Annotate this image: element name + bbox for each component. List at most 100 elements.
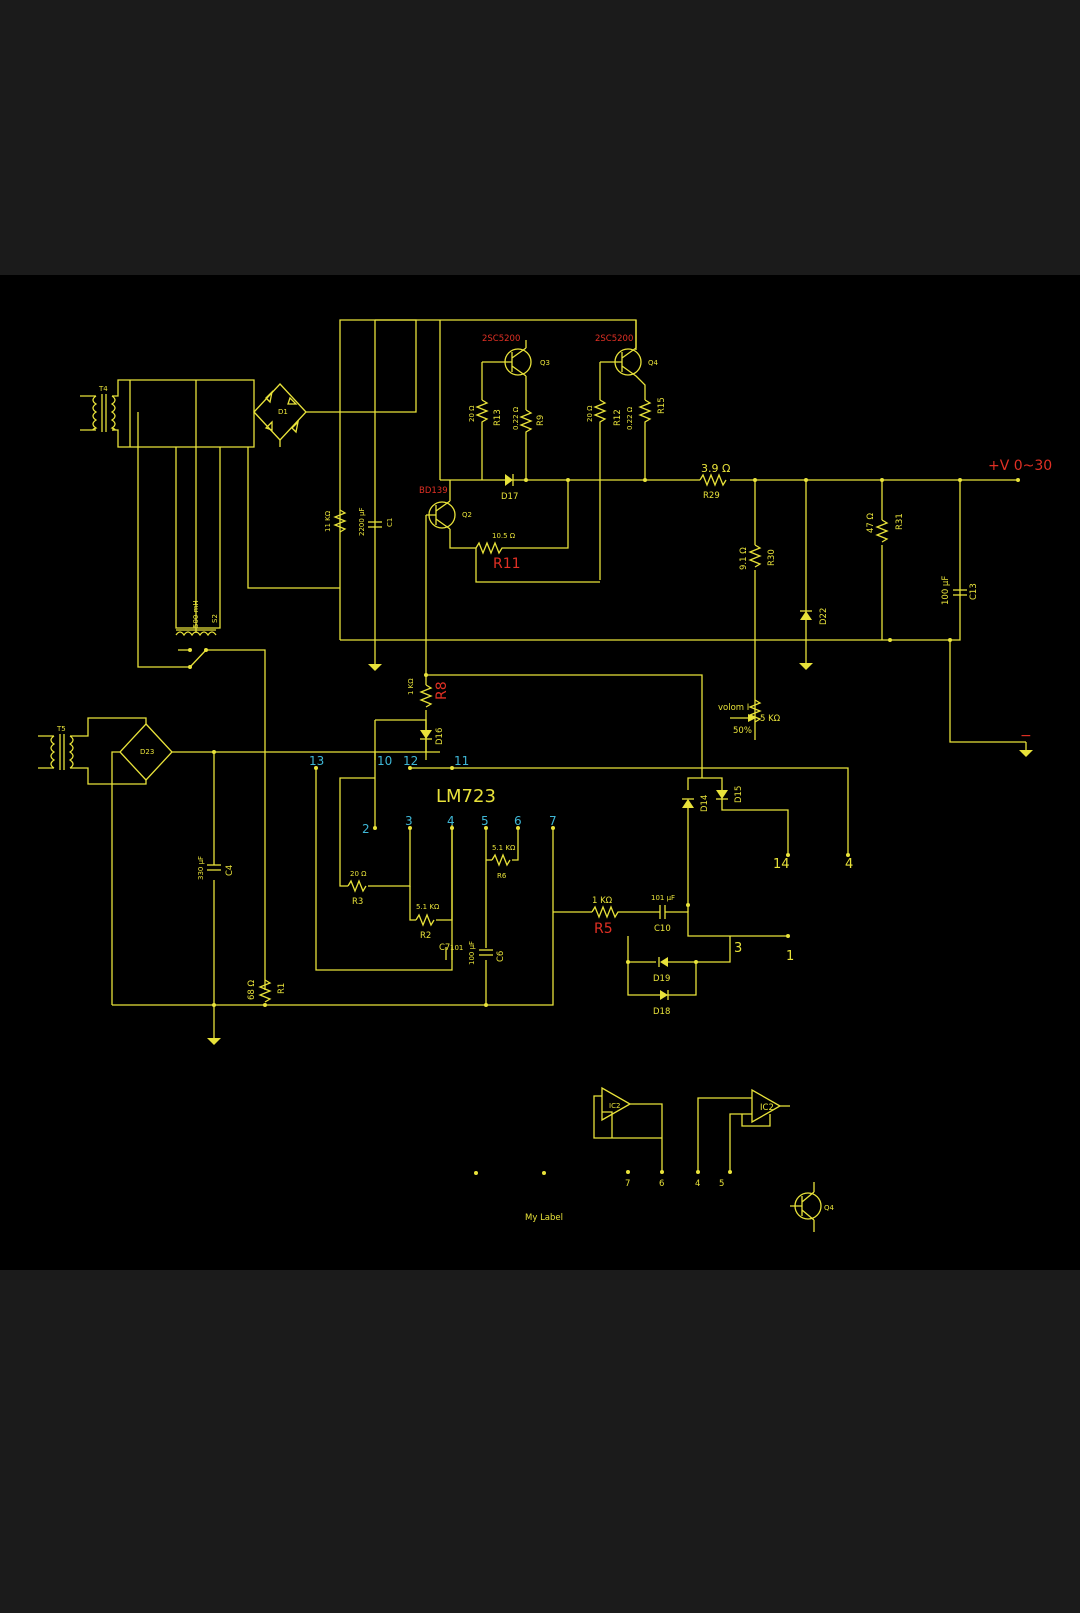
pin-13: 13 — [309, 754, 324, 768]
label-ic-pin5: 5 — [719, 1179, 724, 1189]
label-r11: R11 — [493, 556, 521, 572]
label-c13-val: 100 μF — [941, 576, 951, 605]
label-minus: − — [1020, 728, 1032, 744]
capacitor-c4 — [207, 864, 221, 871]
top-letterbox — [0, 0, 1080, 275]
pin-10: 10 — [377, 754, 392, 768]
resistor-r30 — [748, 544, 762, 568]
label-r15: R15 — [657, 397, 667, 414]
resistor-r31 — [875, 519, 889, 543]
capacitor-c10 — [659, 905, 666, 919]
resistor-r3 — [347, 879, 367, 893]
resistor-r8 — [419, 684, 433, 708]
label-ic2-right: IC2 — [760, 1103, 774, 1113]
label-q3-model: 2SC5200 — [482, 334, 520, 344]
label-500mh: 500 mH — [192, 600, 200, 628]
label-d22: D22 — [819, 608, 829, 625]
label-pot-pct: 50% — [733, 726, 752, 736]
label-c4-val: 330 μF — [197, 856, 205, 880]
label-c7-val: 101 — [450, 944, 463, 952]
transistor-q4-spare — [790, 1182, 822, 1232]
label-r12: R12 — [613, 409, 623, 426]
label-r12-val: 20 Ω — [586, 405, 594, 422]
label-r5-val: 1 KΩ — [592, 896, 613, 906]
label-d16: D16 — [435, 728, 445, 745]
label-c4: C4 — [225, 865, 235, 876]
label-pot-val: 5 KΩ — [760, 714, 781, 724]
diode-d14 — [682, 798, 694, 808]
wire-t4-bridge — [129, 379, 255, 448]
label-my-label[interactable]: My Label — [525, 1213, 563, 1223]
label-d1: D1 — [278, 408, 288, 416]
label-t4: T4 — [98, 385, 108, 393]
label-pot: volom I — [718, 703, 749, 713]
label-vout: +V 0~30 — [988, 458, 1052, 474]
schematic-canvas[interactable]: T4 D1 T5 D23 11 KΩ 2200 μF C1 500 mH S2 … — [0, 275, 1080, 1270]
out-14: 14 — [773, 857, 790, 872]
label-q2: Q2 — [462, 511, 472, 519]
diode-d19 — [658, 957, 668, 967]
label-r2-val: 5.1 KΩ — [416, 903, 440, 911]
label-d19: D19 — [653, 974, 670, 984]
label-r8: R8 — [434, 681, 450, 700]
label-r3-val: 20 Ω — [350, 870, 367, 878]
diode-d15 — [716, 790, 728, 800]
label-r9: R9 — [536, 415, 546, 426]
resistors-emitter — [475, 399, 652, 580]
pin-6: 6 — [514, 814, 522, 828]
switch-s2[interactable] — [178, 648, 266, 990]
potentiometer-volume[interactable] — [730, 699, 762, 723]
label-r2: R2 — [420, 931, 431, 941]
resistor-11k — [333, 509, 347, 533]
capacitor-c7 — [445, 947, 453, 960]
pin-4: 4 — [447, 814, 455, 828]
label-q4-model: 2SC5200 — [595, 334, 633, 344]
pin-2: 2 — [362, 822, 370, 836]
label-r29-val: 3.9 Ω — [701, 462, 730, 475]
label-ic-pin6: 6 — [659, 1179, 664, 1189]
label-r30: R30 — [767, 549, 777, 566]
label-r31: R31 — [895, 513, 905, 530]
label-c1: C1 — [386, 518, 394, 527]
label-r3: R3 — [352, 897, 363, 907]
label-r11-val: 10.5 Ω — [492, 532, 516, 540]
label-r29: R29 — [703, 491, 720, 501]
opamp-ic2-left — [593, 1086, 663, 1172]
label-d23: D23 — [140, 748, 154, 756]
label-q3: Q3 — [540, 359, 550, 367]
transistor-q3 — [481, 340, 532, 410]
label-r6: R6 — [497, 872, 507, 880]
transistor-q4 — [599, 320, 646, 400]
label-c10-val: 101 μF — [651, 894, 675, 902]
resistor-r2 — [415, 913, 435, 927]
pin-3: 3 — [405, 814, 413, 828]
resistor-r1 — [258, 979, 272, 1003]
diode-d22 — [800, 610, 812, 620]
label-c6: C6 — [496, 951, 506, 962]
label-r1-val: 68 Ω — [247, 979, 257, 1000]
label-r8-val: 1 KΩ — [407, 678, 415, 695]
resistor-r29 — [699, 473, 727, 487]
resistor-r5 — [591, 905, 650, 919]
label-bd139: BD139 — [419, 486, 448, 496]
opamp-ic2-right — [697, 1088, 790, 1172]
capacitor-c13 — [953, 589, 967, 596]
label-c10: C10 — [654, 924, 671, 934]
capacitor-c1 — [368, 521, 382, 528]
label-r11k: 11 KΩ — [324, 510, 332, 532]
pin-12: 12 — [403, 754, 418, 768]
pin-7: 7 — [549, 814, 557, 828]
label-r5: R5 — [594, 921, 613, 937]
label-r30-val: 9.1 Ω — [739, 547, 749, 570]
label-s2: S2 — [211, 614, 219, 623]
transformer-t4 — [80, 379, 130, 448]
bridge-rectifier-d23 — [111, 717, 173, 1005]
label-r13-val: 20 Ω — [468, 405, 476, 422]
pin-11: 11 — [454, 754, 469, 768]
label-r1: R1 — [277, 983, 287, 994]
label-c6-val: 100 μF — [468, 941, 476, 965]
label-r15-val: 0.22 Ω — [626, 406, 634, 430]
label-r6-val: 5.1 KΩ — [492, 844, 516, 852]
schematic-svg: T4 D1 T5 D23 11 KΩ 2200 μF C1 500 mH S2 … — [38, 319, 1052, 1232]
label-d18: D18 — [653, 1007, 670, 1017]
